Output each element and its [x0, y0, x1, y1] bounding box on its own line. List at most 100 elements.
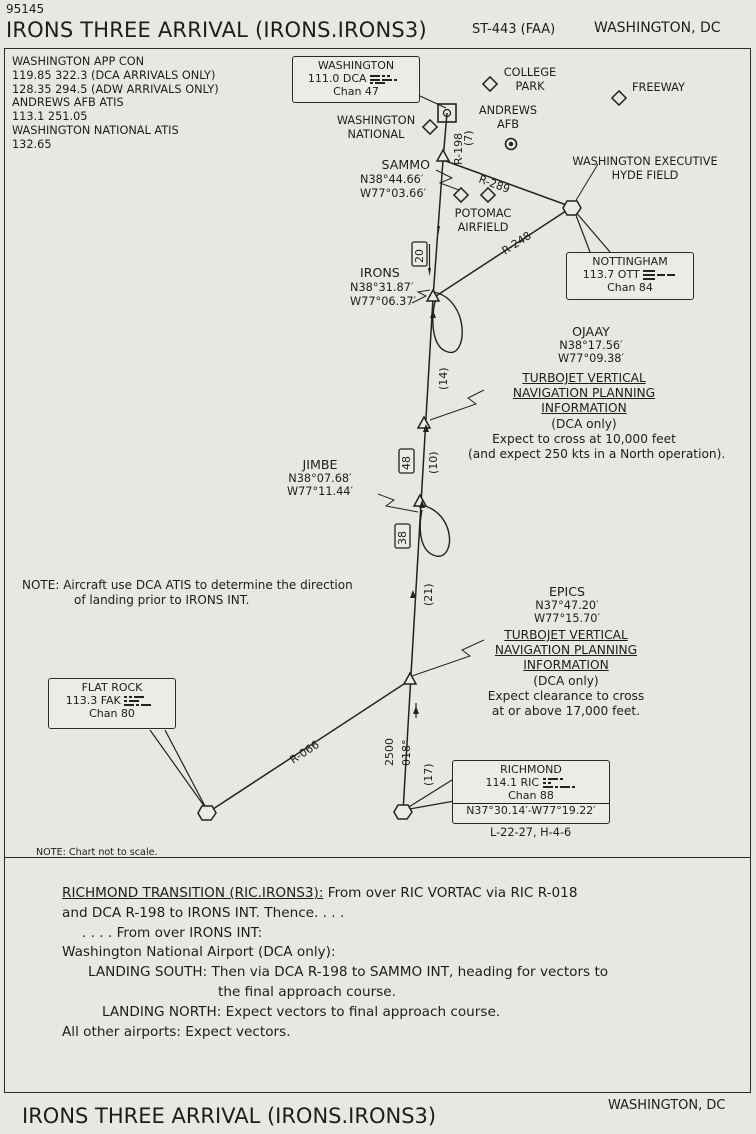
- irons-fix-icon: [425, 288, 441, 302]
- dca-freq: 111.0 DCA: [307, 72, 367, 86]
- dca-morse-icon: [370, 75, 398, 85]
- distance-14-label: (14): [437, 367, 450, 390]
- altitude-2500-label: 2500: [383, 738, 396, 766]
- holding-pattern-jimbe: [419, 504, 451, 557]
- ojaay-fix-icon: [416, 415, 432, 429]
- hyde-leader-line: [571, 163, 599, 208]
- epics-fix-icon: [402, 671, 418, 685]
- chart-frame: [4, 48, 751, 1093]
- dca-navaid-box: WASHINGTON 111.0 DCA Chan 47: [292, 56, 420, 103]
- jimbe-leader: [377, 493, 419, 513]
- ott-freq: 113.7 OTT: [582, 268, 640, 282]
- fak-name: FLAT ROCK: [81, 681, 143, 694]
- ott-chan: Chan 84: [607, 281, 653, 295]
- ott-box-leader: [573, 209, 611, 253]
- andrews-afb-airport-icon: [504, 137, 518, 151]
- route-arrow-icon: [428, 268, 431, 276]
- comms-line: WASHINGTON NATIONAL ATIS: [12, 123, 179, 137]
- transition-name: RICHMOND TRANSITION (RIC.IRONS3):: [62, 885, 324, 901]
- mea-20-box: [411, 241, 428, 267]
- irons-fix-label: IRONS: [360, 265, 400, 280]
- irons-leader: [411, 289, 431, 304]
- ric-coords: N37°30.14′-W77°19.22′: [453, 802, 609, 817]
- epics-fix-label: EPICS N37°47.20′W77°15.70′: [533, 584, 601, 626]
- comms-line: 113.1 251.05: [12, 110, 88, 124]
- mea-20-label: 20: [413, 249, 426, 263]
- sammo-coords: N38°44.66′W77°03.66′: [360, 173, 427, 200]
- ojaay-fix-label: OJAAY N38°17.56′W77°09.38′: [557, 324, 625, 366]
- ric-navaid-box: RICHMOND 114.1 RIC Chan 88 N37°30.14′-W7…: [452, 760, 610, 824]
- route-arrow-icon: [423, 424, 429, 432]
- fak-navaid-box: FLAT ROCK 113.3 FAK Chan 80: [48, 678, 176, 729]
- mea-48-box: [398, 448, 415, 474]
- route-arrow-icon: [419, 500, 425, 508]
- dca-chan: Chan 47: [333, 85, 379, 99]
- r289-line: [442, 159, 573, 208]
- r248-line: [432, 206, 573, 299]
- washington-national-airport-icon: [421, 118, 439, 136]
- course-018-label: 018°: [400, 740, 413, 767]
- dca-vordme-icon: [437, 103, 457, 123]
- communications-block: WASHINGTON APP CON 119.85 322.3 (DCA ARR…: [12, 55, 219, 152]
- atis-note: NOTE: Aircraft use DCA ATIS to determine…: [22, 578, 353, 607]
- epics-leader: [411, 639, 485, 677]
- chart-title: IRONS THREE ARRIVAL (IRONS.IRONS3): [6, 18, 427, 42]
- chart-code: ST-443 (FAA): [472, 22, 556, 37]
- procedure-text: RICHMOND TRANSITION (RIC.IRONS3): From o…: [62, 885, 609, 1040]
- route-arrow-icon: [430, 310, 436, 318]
- r066-label: R-066: [288, 738, 322, 766]
- holding-pattern-irons: [432, 291, 463, 353]
- mea-48-label: 48: [400, 456, 413, 470]
- ric-morse-icon: [542, 778, 575, 789]
- ott-morse-icon: [643, 270, 676, 281]
- r066-line: [206, 679, 411, 814]
- route-arrow-icon: [410, 590, 416, 598]
- tvnpi-epics: TURBOJET VERTICAL NAVIGATION PLANNING IN…: [487, 628, 645, 719]
- comms-line: WASHINGTON APP CON: [12, 55, 145, 68]
- fak-chan: Chan 80: [89, 707, 135, 721]
- distance-21-label: (21): [422, 583, 435, 606]
- irons-coords: N38°31.87′W77°06.37′: [350, 281, 417, 308]
- ott-vortac-icon: [562, 200, 582, 216]
- document-id: 95145: [6, 2, 45, 16]
- ott-name: NOTTINGHAM: [592, 255, 668, 268]
- tvnpi-ojaay: TURBOJET VERTICAL NAVIGATION PLANNING IN…: [468, 371, 726, 462]
- r198-label: R-198: [452, 133, 465, 165]
- mea-38-label: 38: [396, 531, 409, 545]
- route-ric-irons-line: [402, 297, 434, 813]
- ric-freq: 114.1 RIC: [485, 776, 540, 790]
- dca-box-leader: [419, 95, 447, 109]
- not-to-scale-note: NOTE: Chart not to scale.: [36, 847, 158, 858]
- comms-line: 132.65: [12, 137, 52, 151]
- ric-name: RICHMOND: [500, 763, 562, 776]
- college-park-airport-icon: [481, 75, 499, 93]
- footer-city: WASHINGTON, DC: [608, 1098, 726, 1113]
- sammo-fix-icon: [435, 148, 451, 162]
- footer-title: IRONS THREE ARRIVAL (IRONS.IRONS3): [22, 1104, 437, 1128]
- r289-label: R-289: [477, 173, 512, 196]
- chart-city: WASHINGTON, DC: [594, 20, 721, 36]
- ric-chan: Chan 88: [508, 789, 554, 803]
- ott-navaid-box: NOTTINGHAM 113.7 OTT Chan 84: [566, 252, 694, 300]
- fak-freq: 113.3 FAK: [65, 694, 121, 708]
- fak-morse-icon: [124, 696, 152, 707]
- r198-distance-label: (7): [462, 130, 475, 146]
- sammo-fix-label: SAMMO: [381, 157, 431, 172]
- plan-text-divider: [4, 857, 751, 858]
- sammo-leader: [435, 169, 460, 191]
- distance-17-label: (17): [422, 763, 435, 786]
- fak-box-leader: [149, 729, 208, 811]
- dca-name: WASHINGTON: [317, 59, 395, 72]
- comms-line: ANDREWS AFB ATIS: [12, 96, 124, 110]
- jimbe-fix-label: JIMBE N38°07.68′W77°11.44′: [286, 457, 354, 499]
- fak-vortac-icon: [197, 805, 217, 821]
- jimbe-fix-icon: [412, 493, 428, 507]
- distance-10-label: (10): [427, 451, 440, 474]
- enroute-charts-ref: L-22-27, H-4-6: [490, 826, 572, 839]
